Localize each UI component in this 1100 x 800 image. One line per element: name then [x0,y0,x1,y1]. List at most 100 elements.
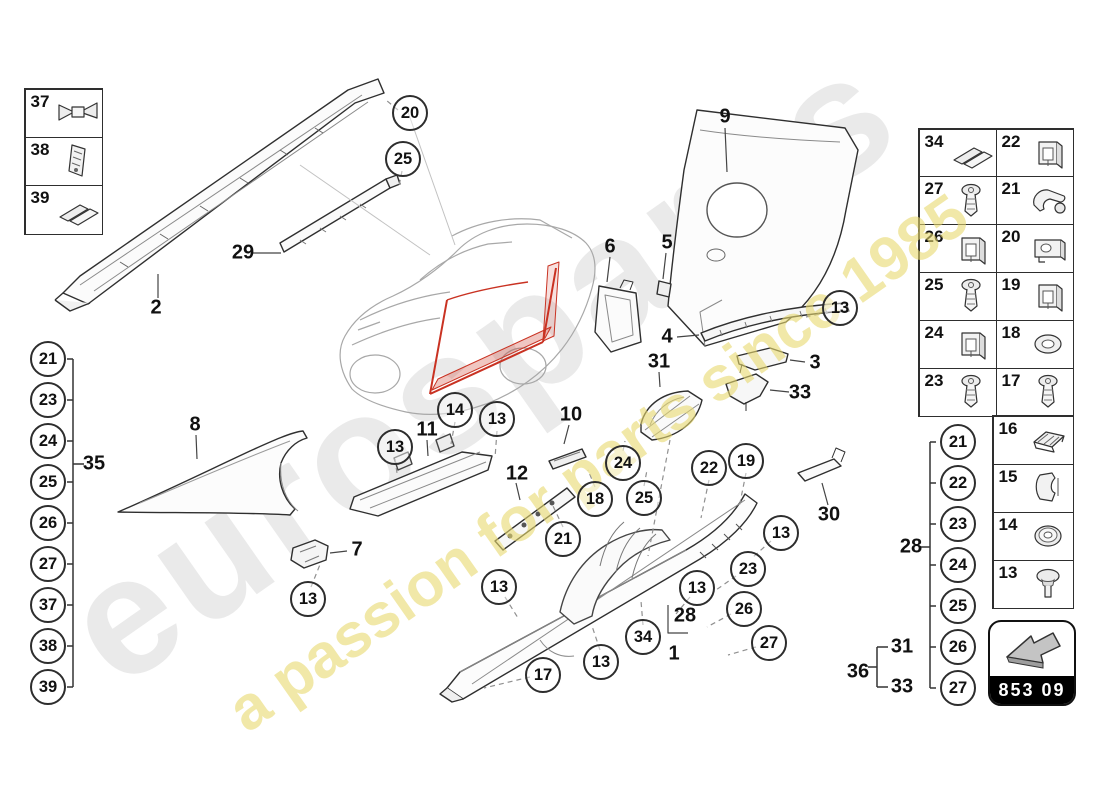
part-number-label-9[interactable]: 9 [719,105,731,128]
hardware-item-24[interactable]: 24 [918,319,997,369]
callout-circle-27[interactable]: 27 [30,546,66,582]
clip-block-icon [1026,133,1072,173]
callout-circle-13[interactable]: 13 [479,401,515,437]
part-number-label-5[interactable]: 5 [661,231,673,254]
part-33-bracket [725,373,769,411]
part-number-label-3[interactable]: 3 [809,351,821,374]
callout-circle-18[interactable]: 18 [577,481,613,517]
part-number-label-33[interactable]: 33 [890,675,914,698]
part-number-label-36[interactable]: 36 [846,660,870,683]
bracket-clip-icon [55,141,101,181]
part-number-label-7[interactable]: 7 [351,538,363,561]
callout-circle-38[interactable]: 38 [30,628,66,664]
callout-circle-25[interactable]: 25 [626,480,662,516]
part-number-label-2[interactable]: 2 [150,296,162,319]
hardware-item-23[interactable]: 23 [918,367,997,417]
part-number-label-31[interactable]: 31 [890,635,914,658]
hardware-item-27[interactable]: 27 [918,176,997,226]
hardware-item-17[interactable]: 17 [995,367,1074,417]
part-number-label-35[interactable]: 35 [82,452,106,475]
callout-circle-13[interactable]: 13 [290,581,326,617]
part-8-fender [117,430,308,516]
callout-circle-37[interactable]: 37 [30,587,66,623]
hardware-item-number: 24 [924,322,944,342]
callout-circle-13[interactable]: 13 [377,429,413,465]
hardware-item-19[interactable]: 19 [995,271,1074,321]
part-number-label-8[interactable]: 8 [189,413,201,436]
callout-circle-23[interactable]: 23 [30,382,66,418]
part-number-label-6[interactable]: 6 [604,235,616,258]
callout-circle-14[interactable]: 14 [437,392,473,428]
hardware-item-21[interactable]: 21 [995,176,1074,226]
car-sill-highlight [429,261,560,395]
callout-circle-27[interactable]: 27 [751,625,787,661]
callout-circle-21[interactable]: 21 [545,521,581,557]
hardware-item-number: 21 [1001,179,1021,199]
callout-circle-24[interactable]: 24 [605,445,641,481]
callout-circle-22[interactable]: 22 [940,465,976,501]
dashed-leader-lines [310,99,829,689]
hardware-item-number: 15 [998,466,1018,486]
callout-circle-13[interactable]: 13 [583,644,619,680]
clip-block-icon [949,229,995,269]
callout-circle-13[interactable]: 13 [679,570,715,606]
part-number-label-28[interactable]: 28 [673,604,697,627]
part-number-label-12[interactable]: 12 [505,462,529,485]
part-number-label-10[interactable]: 10 [559,403,583,426]
part-11-rail [349,433,493,517]
callout-circle-24[interactable]: 24 [30,423,66,459]
part-code-box[interactable]: 853 09 [988,620,1076,706]
hardware-item-22[interactable]: 22 [995,128,1074,178]
part-number-label-33[interactable]: 33 [788,381,812,404]
part-1-outer-sill [439,493,758,703]
callout-circle-22[interactable]: 22 [691,450,727,486]
callout-circle-13[interactable]: 13 [822,290,858,326]
callout-circle-23[interactable]: 23 [730,551,766,587]
part-number-label-11[interactable]: 11 [416,418,438,441]
part-29-rail [279,174,401,253]
callout-circle-26[interactable]: 26 [30,505,66,541]
hardware-item-34[interactable]: 34 [918,128,997,178]
callout-circle-25[interactable]: 25 [30,464,66,500]
callout-circle-19[interactable]: 19 [728,443,764,479]
callout-circle-23[interactable]: 23 [940,506,976,542]
part-number-label-31[interactable]: 31 [647,350,671,373]
part-3-bracket [736,347,789,374]
clamp-clip-icon [1026,181,1072,221]
callout-circle-26[interactable]: 26 [940,629,976,665]
callout-circle-20[interactable]: 20 [392,95,428,131]
hardware-item-18[interactable]: 18 [995,319,1074,369]
car-body-sketch [299,111,596,415]
hardware-item-number: 16 [998,418,1018,438]
hardware-item-15[interactable]: 15 [992,463,1074,513]
hardware-item-20[interactable]: 20 [995,224,1074,273]
part-number-label-28[interactable]: 28 [899,535,923,558]
callout-circle-21[interactable]: 21 [940,424,976,460]
part-number-label-29[interactable]: 29 [231,241,255,264]
hardware-item-number: 17 [1001,370,1021,390]
hardware-item-37[interactable]: 37 [24,88,103,138]
strips-icon [949,133,995,173]
hardware-item-39[interactable]: 39 [24,185,103,235]
part-number-label-1[interactable]: 1 [668,642,680,665]
part-number-label-4[interactable]: 4 [661,325,673,348]
hardware-item-38[interactable]: 38 [24,136,103,187]
callout-circle-25[interactable]: 25 [385,141,421,177]
callout-circle-13[interactable]: 13 [481,569,517,605]
hardware-item-14[interactable]: 14 [992,511,1074,561]
hardware-item-16[interactable]: 16 [992,415,1074,465]
callout-circle-27[interactable]: 27 [940,670,976,706]
callout-circle-13[interactable]: 13 [763,515,799,551]
callout-circle-34[interactable]: 34 [625,619,661,655]
callout-circle-17[interactable]: 17 [525,657,561,693]
callout-circle-24[interactable]: 24 [940,547,976,583]
callout-circle-39[interactable]: 39 [30,669,66,705]
part-number-label-30[interactable]: 30 [817,503,841,526]
hardware-item-13[interactable]: 13 [992,559,1074,609]
callout-circle-26[interactable]: 26 [726,591,762,627]
hardware-item-25[interactable]: 25 [918,271,997,321]
callout-circle-25[interactable]: 25 [940,588,976,624]
screw-icon [1026,372,1072,412]
hardware-item-number: 27 [924,179,944,199]
callout-circle-21[interactable]: 21 [30,341,66,377]
